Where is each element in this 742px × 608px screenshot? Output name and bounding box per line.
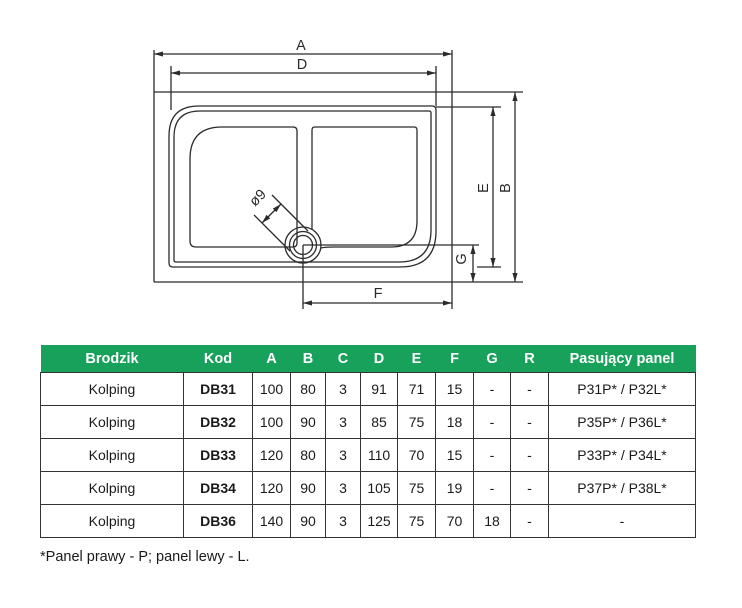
tray-rim-inner <box>173 110 432 263</box>
tray-basin-left <box>189 126 298 248</box>
col-header-kod: Kod <box>203 350 233 367</box>
cell-dim-b: 90 <box>290 504 326 538</box>
tray-outer-edge <box>153 50 523 309</box>
cell-kod: DB34 <box>183 471 253 505</box>
cell-brodzik: Kolping <box>40 372 184 406</box>
label-drain-diameter: ø9 <box>247 187 270 210</box>
cell-dim-g: - <box>473 405 511 439</box>
dimension-f <box>302 245 452 309</box>
cell-dim-g: - <box>473 438 511 472</box>
tray-outline <box>153 50 523 309</box>
cell-kod: DB31 <box>183 372 253 406</box>
cell-kod: DB32 <box>183 405 253 439</box>
cell-dim-c: 3 <box>325 504 361 538</box>
dimension-g <box>303 244 479 282</box>
dimension-drain-diameter <box>253 194 309 252</box>
cell-dim-b: 80 <box>290 438 326 472</box>
cell-dim-d: 105 <box>360 471 398 505</box>
cell-dim-e: 70 <box>397 438 436 472</box>
cell-panel: P37P* / P38L* <box>548 471 696 505</box>
cell-brodzik: Kolping <box>40 438 184 472</box>
col-header-f: F <box>450 350 459 367</box>
cell-dim-r: - <box>510 438 549 472</box>
cell-dim-b: 80 <box>290 372 326 406</box>
cell-dim-a: 120 <box>252 471 291 505</box>
cell-dim-d: 91 <box>360 372 398 406</box>
col-header-g: G <box>486 350 498 367</box>
cell-panel: P33P* / P34L* <box>548 438 696 472</box>
table-row: Kolping DB32 100 90 3 85 75 18 - - P35P*… <box>40 405 696 439</box>
cell-dim-e: 75 <box>397 471 436 505</box>
table-row: Kolping DB31 100 80 3 91 71 15 - - P31P*… <box>40 372 696 406</box>
col-header-r: R <box>524 350 535 367</box>
cell-dim-f: 70 <box>435 504 474 538</box>
col-header-e: E <box>411 350 422 367</box>
shower-tray-drawing: A D B E G F ø9 <box>153 38 523 309</box>
label-a: A <box>296 38 306 54</box>
col-header-c: C <box>337 350 349 367</box>
col-header-panel: Pasujący panel <box>569 350 675 367</box>
table-row: Kolping DB36 140 90 3 125 75 70 18 - - <box>40 504 696 538</box>
cell-brodzik: Kolping <box>40 405 184 439</box>
cell-dim-e: 75 <box>397 504 436 538</box>
cell-panel: - <box>548 504 696 538</box>
cell-dim-r: - <box>510 471 549 505</box>
tray-basin-right <box>311 126 418 249</box>
cell-dim-d: 125 <box>360 504 398 538</box>
label-b: B <box>498 183 514 193</box>
label-g: G <box>454 253 470 264</box>
cell-dim-a: 120 <box>252 438 291 472</box>
label-f: F <box>374 286 383 302</box>
col-header-brodzik: Brodzik <box>85 350 139 367</box>
dimension-d <box>170 66 437 110</box>
cell-dim-b: 90 <box>290 405 326 439</box>
cell-dim-e: 75 <box>397 405 436 439</box>
shower-tray-diagram: A D B E G F ø9 <box>153 38 523 309</box>
cell-dim-e: 71 <box>397 372 436 406</box>
cell-dim-c: 3 <box>325 372 361 406</box>
cell-dim-g: - <box>473 471 511 505</box>
cell-dim-g: - <box>473 372 511 406</box>
cell-panel: P31P* / P32L* <box>548 372 696 406</box>
footnote: *Panel prawy - P; panel lewy - L. <box>40 549 250 565</box>
dimension-lines <box>154 51 518 309</box>
cell-dim-c: 3 <box>325 471 361 505</box>
cell-dim-d: 110 <box>360 438 398 472</box>
cell-dim-r: - <box>510 504 549 538</box>
cell-dim-a: 140 <box>252 504 291 538</box>
col-header-d: D <box>373 350 385 367</box>
table-header-row: Brodzik Kod A B C D E F G R Pasujący pan… <box>40 345 696 373</box>
cell-dim-f: 19 <box>435 471 474 505</box>
cell-brodzik: Kolping <box>40 471 184 505</box>
label-e: E <box>476 183 492 193</box>
cell-dim-a: 100 <box>252 405 291 439</box>
cell-brodzik: Kolping <box>40 504 184 538</box>
label-d: D <box>297 57 307 73</box>
cell-panel: P35P* / P36L* <box>548 405 696 439</box>
table-row: Kolping DB33 120 80 3 110 70 15 - - P33P… <box>40 438 696 472</box>
cell-dim-f: 15 <box>435 372 474 406</box>
cell-dim-r: - <box>510 372 549 406</box>
cell-dim-f: 18 <box>435 405 474 439</box>
col-header-b: B <box>302 350 314 367</box>
tray-rim-outer <box>168 105 437 268</box>
dimension-labels: A D B E G F ø9 <box>247 38 514 302</box>
cell-dim-a: 100 <box>252 372 291 406</box>
dimension-e <box>436 106 501 268</box>
cell-dim-r: - <box>510 405 549 439</box>
col-header-a: A <box>266 350 277 367</box>
cell-dim-d: 85 <box>360 405 398 439</box>
cell-dim-c: 3 <box>325 405 361 439</box>
table-row: Kolping DB34 120 90 3 105 75 19 - - P37P… <box>40 471 696 505</box>
cell-dim-c: 3 <box>325 438 361 472</box>
cell-kod: DB33 <box>183 438 253 472</box>
cell-dim-g: 18 <box>473 504 511 538</box>
cell-dim-b: 90 <box>290 471 326 505</box>
spec-table: Brodzik Kod A B C D E F G R Pasujący pan… <box>40 345 696 538</box>
cell-kod: DB36 <box>183 504 253 538</box>
cell-dim-f: 15 <box>435 438 474 472</box>
